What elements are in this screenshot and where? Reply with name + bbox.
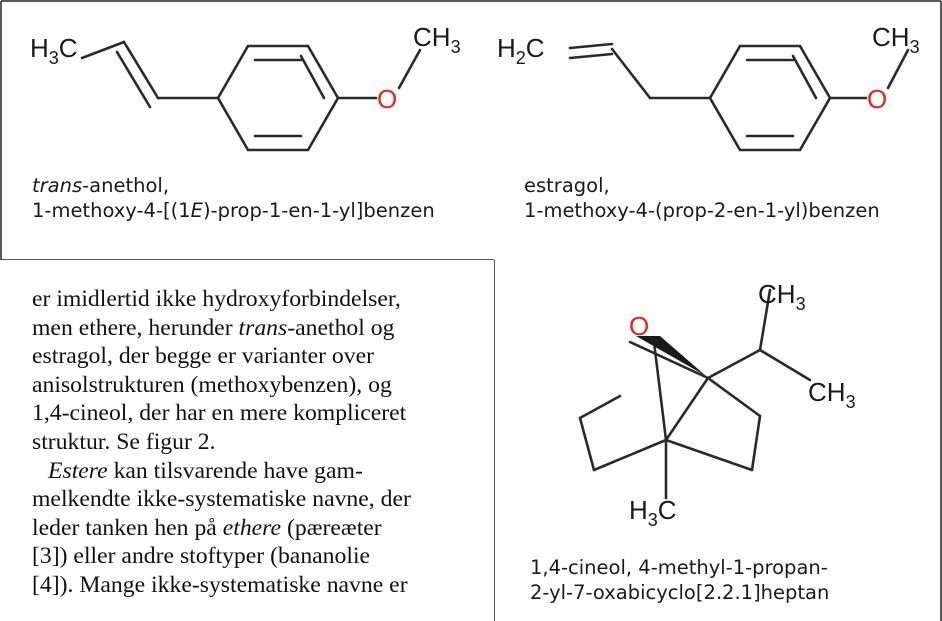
- body-line: 1,4-cineol, der har en mere kompliceret: [32, 400, 407, 427]
- cineol-wedge-bond: [636, 336, 706, 376]
- body-line: melkendte ikke-systematiske navne, der: [32, 486, 411, 513]
- body-line: men ethere, herunder trans-anethol og: [32, 314, 395, 341]
- body-line: leder tanken hen på ethere (pæreæter: [32, 514, 382, 541]
- anethol-oxygen-label: O: [377, 84, 397, 114]
- cineol-top-ch3-label: CH3: [758, 279, 806, 314]
- anethol-caption-line1: trans-anethol,: [32, 174, 170, 197]
- anethol-h3c-label: H3C: [30, 33, 78, 68]
- body-text-column: er imidlertid ikke hydroxyforbindelser, …: [0, 260, 494, 621]
- body-line: estragol, der begge er varianter over: [32, 343, 374, 370]
- estragol-structure: [568, 42, 910, 152]
- body-line: Estere kan tilsvarende have gam-: [48, 457, 363, 484]
- estragol-ch3-label: CH3: [872, 22, 920, 57]
- anethol-structure: [80, 40, 422, 152]
- anethol-ch3-label: CH3: [413, 22, 461, 57]
- cineol-bottom-h3c-label: H3C: [629, 495, 677, 530]
- body-line: struktur. Se figur 2.: [32, 428, 216, 455]
- cineol-caption-line2: 2-yl-7-oxabicyclo[2.2.1]heptan: [530, 581, 830, 604]
- body-line: [4]). Mange ikke-systematiske navne er: [32, 571, 408, 598]
- estragol-caption: estragol, 1-methoxy-4-(prop-2-en-1-yl)be…: [524, 173, 880, 223]
- anethol-caption-line2: 1-methoxy-4-[(1E)-prop-1-en-1-yl]benzen: [32, 199, 435, 222]
- cineol-oxygen-label: O: [629, 311, 649, 341]
- body-line: [3]) eller andre stoftyper (bananolie: [32, 543, 371, 570]
- estragol-h2c-label: H2C: [497, 33, 545, 68]
- body-line: anisolstrukturen (methoxybenzen), og: [32, 371, 392, 398]
- estragol-caption-line2: 1-methoxy-4-(prop-2-en-1-yl)benzen: [524, 199, 880, 222]
- cineol-caption-line1: 1,4-cineol, 4-methyl-1-propan-: [530, 556, 828, 579]
- body-line: er imidlertid ikke hydroxyforbindelser,: [32, 286, 401, 312]
- cineol-structure: [578, 288, 812, 500]
- anethol-caption: trans-anethol, 1-methoxy-4-[(1E)-prop-1-…: [32, 173, 435, 223]
- cineol-caption: 1,4-cineol, 4-methyl-1-propan- 2-yl-7-ox…: [530, 555, 829, 605]
- cineol-right-ch3-label: CH3: [808, 377, 856, 412]
- estragol-caption-line1: estragol,: [524, 174, 610, 197]
- estragol-oxygen-label: O: [867, 84, 887, 114]
